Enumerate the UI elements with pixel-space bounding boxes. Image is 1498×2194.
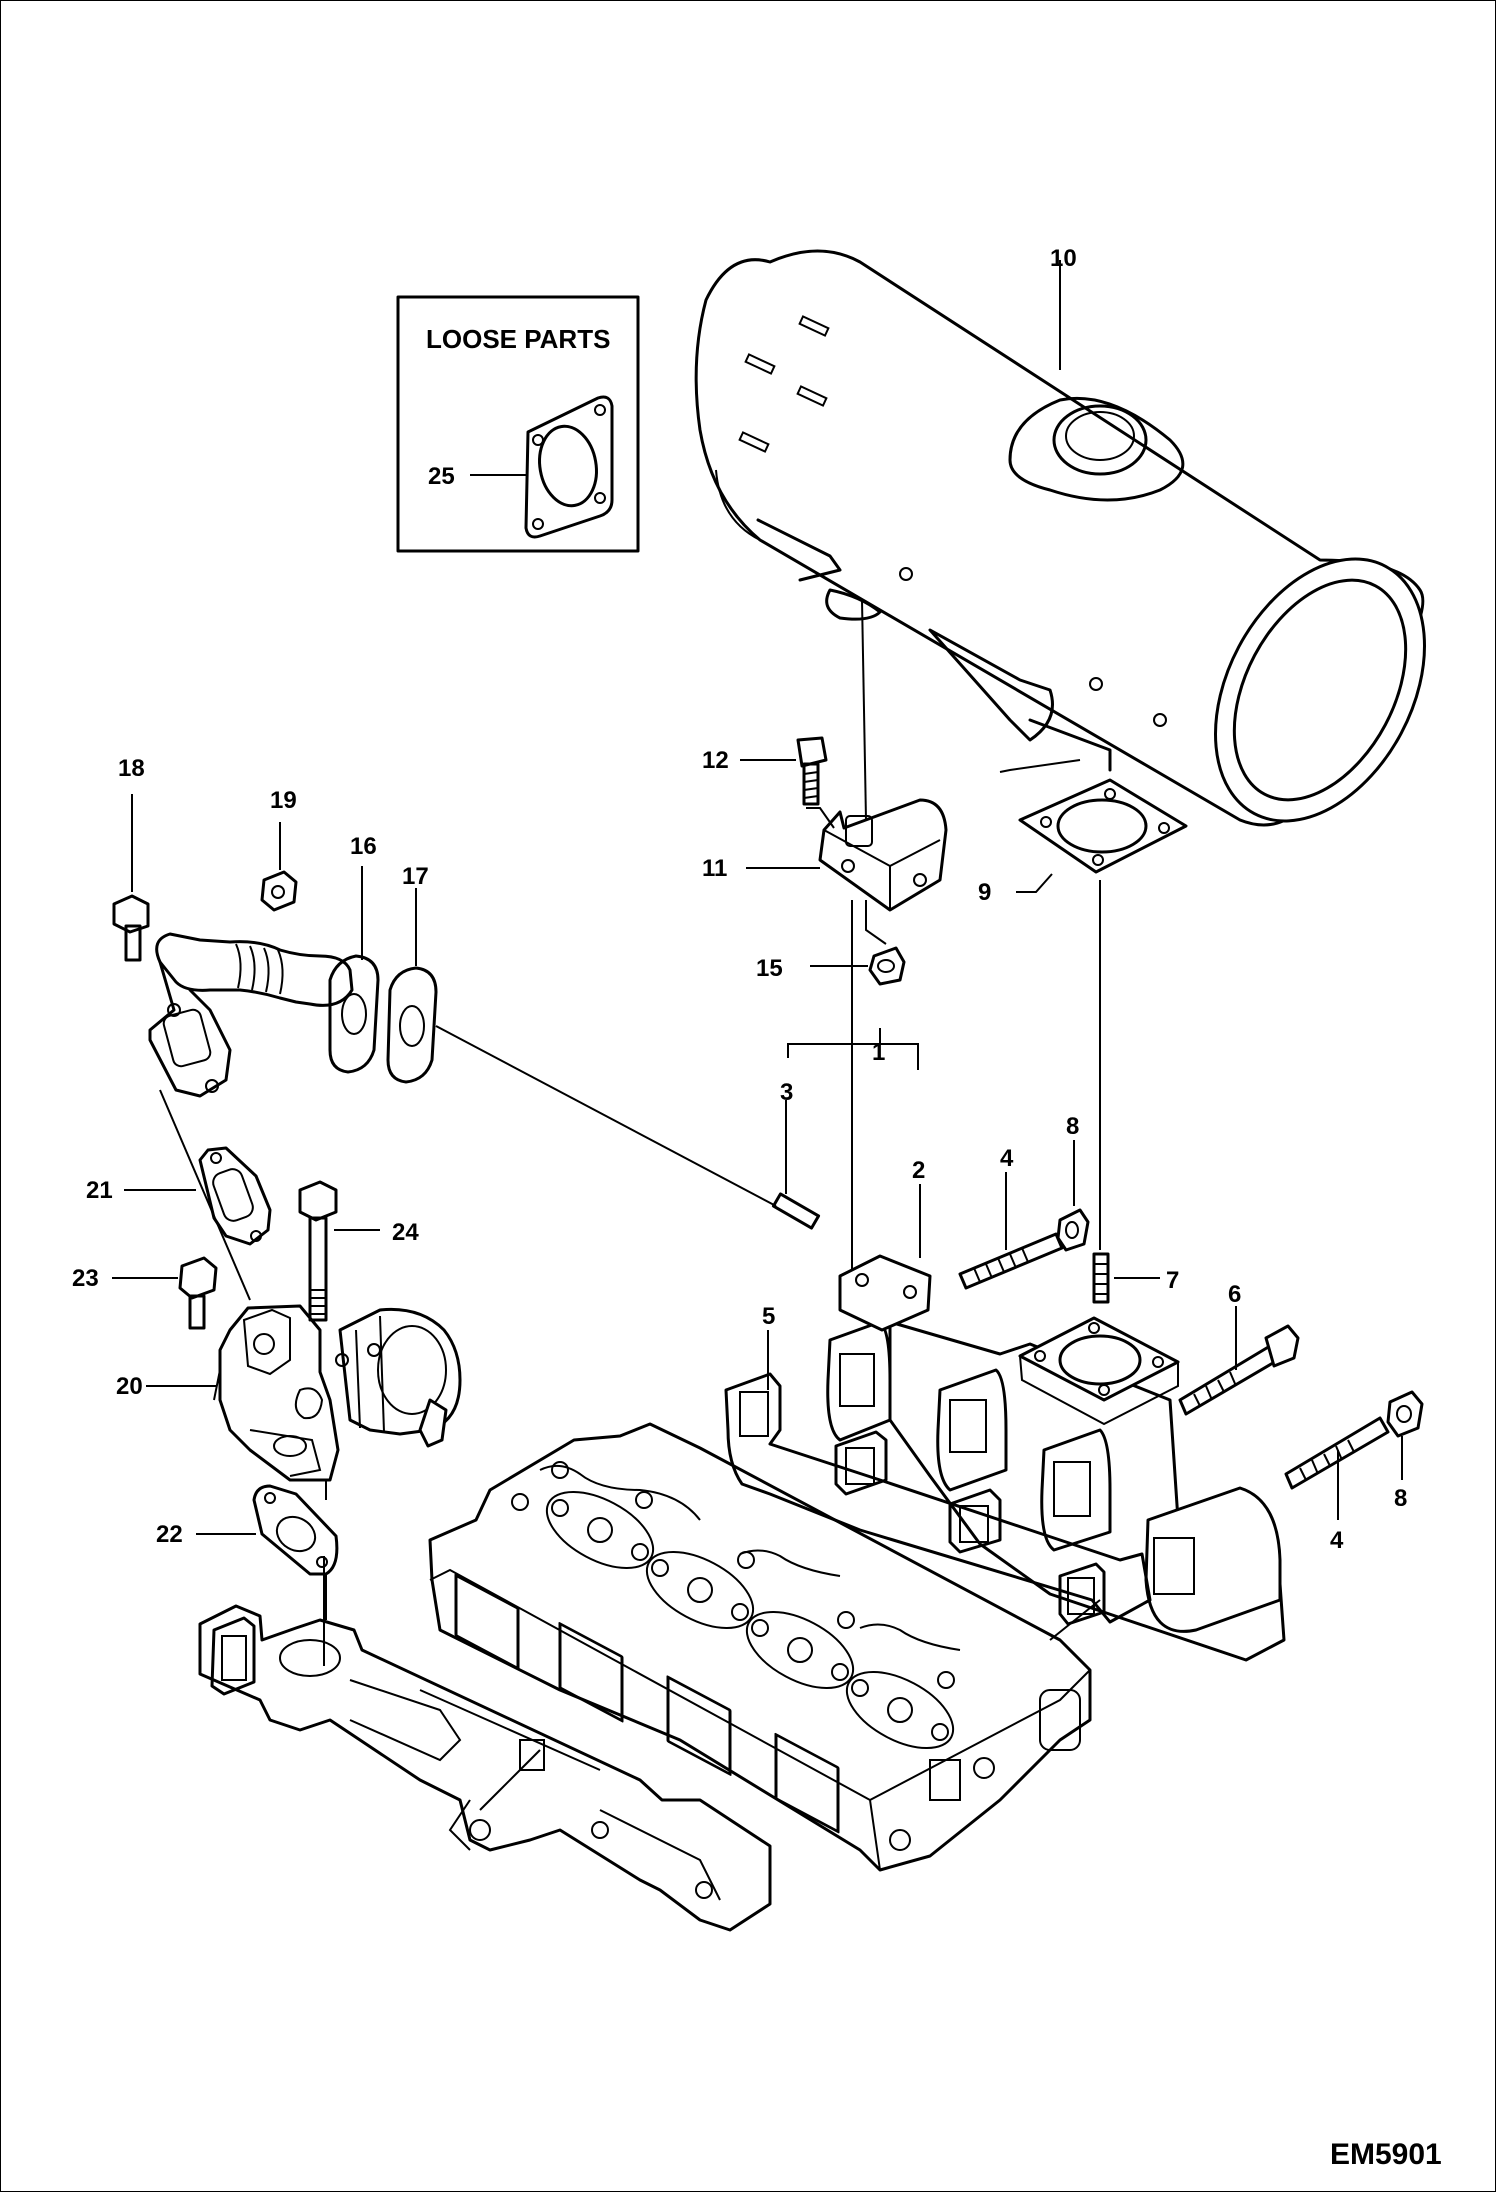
callout-19: 19 — [270, 787, 297, 814]
callout-12: 12 — [702, 747, 729, 774]
callout-8-lower: 8 — [1394, 1485, 1407, 1512]
callout-23: 23 — [72, 1265, 99, 1292]
callout-4-upper: 4 — [1000, 1145, 1014, 1172]
gasket-9 — [1016, 778, 1188, 893]
egr-pipe — [112, 794, 438, 1098]
callout-2: 2 — [912, 1157, 925, 1184]
muffler — [694, 249, 1426, 827]
callout-8-upper: 8 — [1066, 1113, 1079, 1140]
callout-5: 5 — [762, 1303, 775, 1330]
bolt-4-lower — [1284, 1416, 1390, 1520]
stud-7 — [1092, 1252, 1160, 1304]
gasket-21 — [124, 1146, 272, 1246]
stud-3 — [771, 1100, 821, 1230]
bolt-24 — [298, 1180, 380, 1322]
bolt-23 — [112, 1256, 218, 1330]
callout-numbers: 10 12 11 15 9 1 3 2 4 8 7 6 5 4 8 18 19 … — [72, 245, 1407, 1554]
nut-15 — [810, 946, 906, 986]
callout-18: 18 — [118, 755, 145, 782]
callout-17: 17 — [402, 863, 429, 890]
gasket-22 — [196, 1484, 339, 1576]
callout-25: 25 — [428, 463, 455, 490]
callout-9: 9 — [978, 879, 991, 906]
bolt-6 — [1178, 1306, 1300, 1416]
callout-4-lower: 4 — [1330, 1527, 1344, 1554]
nut-8-lower — [1386, 1390, 1424, 1480]
callout-24: 24 — [392, 1219, 419, 1246]
intake-manifold — [198, 1556, 772, 1932]
drawing-code: EM5901 — [1330, 2138, 1442, 2171]
callout-6: 6 — [1228, 1281, 1241, 1308]
callout-21: 21 — [86, 1177, 113, 1204]
callout-20: 20 — [116, 1373, 143, 1400]
loose-parts-title: LOOSE PARTS — [426, 324, 610, 354]
exhaust-manifold — [826, 1254, 1286, 1662]
bolt-4-upper — [958, 1172, 1064, 1290]
cylinder-head — [428, 1422, 1092, 1872]
loose-parts-box: LOOSE PARTS — [396, 295, 640, 553]
callout-7: 7 — [1166, 1267, 1179, 1294]
callout-11: 11 — [702, 855, 727, 882]
callout-10: 10 — [1050, 245, 1077, 272]
gasket-5 — [724, 1330, 1152, 1626]
nut-8-upper — [1056, 1140, 1090, 1252]
callout-16: 16 — [350, 833, 377, 860]
bracket-11 — [746, 798, 948, 912]
callout-22: 22 — [156, 1521, 183, 1548]
callout-15: 15 — [756, 955, 783, 982]
callout-1: 1 — [872, 1039, 885, 1066]
bolt-12 — [740, 736, 828, 806]
gasket-25 — [524, 395, 614, 539]
callout-3: 3 — [780, 1079, 793, 1106]
egr-valve — [146, 1304, 462, 1482]
